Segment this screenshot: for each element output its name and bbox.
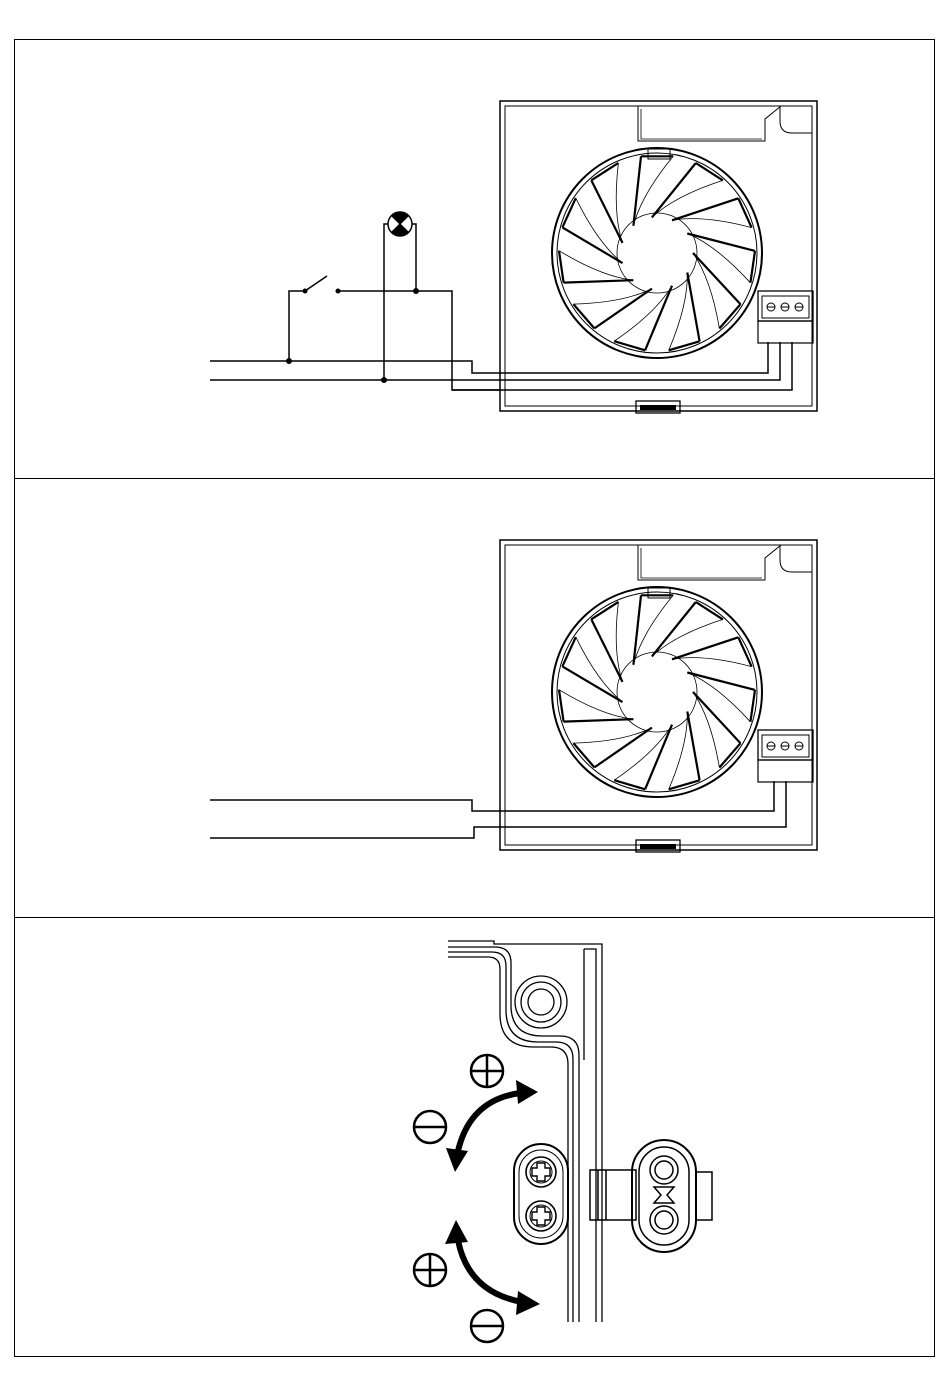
impeller-blade-edge [559, 690, 633, 720]
impeller-blade-edge [559, 251, 633, 281]
fan-unit-middle [500, 540, 817, 852]
impeller-blade-edge [693, 253, 719, 329]
switch-symbol [289, 276, 500, 390]
impeller-blades-top [559, 156, 755, 350]
lower-plus-icon: ⊕ [0, 0, 446, 1286]
impeller-blade [591, 602, 622, 682]
upper-minus-icon: ⊖ [0, 0, 446, 1143]
timer-adjust-plate [514, 1144, 568, 1244]
impeller-blade-edge [652, 619, 723, 656]
mains-wires-middle [210, 781, 786, 838]
upper-plus-icon: ⊕ [0, 0, 503, 1087]
lower-minus-icon: ⊖ [0, 0, 503, 1342]
impeller-blades-middle [559, 595, 755, 789]
fan-unit-top [500, 101, 817, 413]
impeller-blade [562, 637, 622, 702]
side-connector [590, 1140, 712, 1252]
impeller-blade [562, 198, 622, 263]
adjust-screw-upper[interactable] [526, 1157, 556, 1187]
impeller-blade-edge [669, 273, 688, 351]
impeller-blade-edge [693, 692, 719, 768]
lamp-symbol [384, 212, 416, 380]
impeller-blade-edge [669, 712, 688, 790]
impeller-blade-edge [652, 180, 723, 217]
mains-wires-top [210, 342, 792, 390]
impeller-blade [559, 690, 633, 722]
impeller-blade [559, 251, 633, 283]
adjust-screw-lower[interactable] [526, 1201, 556, 1231]
arrow-lower-adjust [445, 1220, 540, 1315]
impeller-blade [652, 602, 723, 656]
impeller-blade [652, 163, 723, 217]
impeller-blade [591, 163, 622, 243]
housing-corner-detail [448, 941, 602, 1322]
